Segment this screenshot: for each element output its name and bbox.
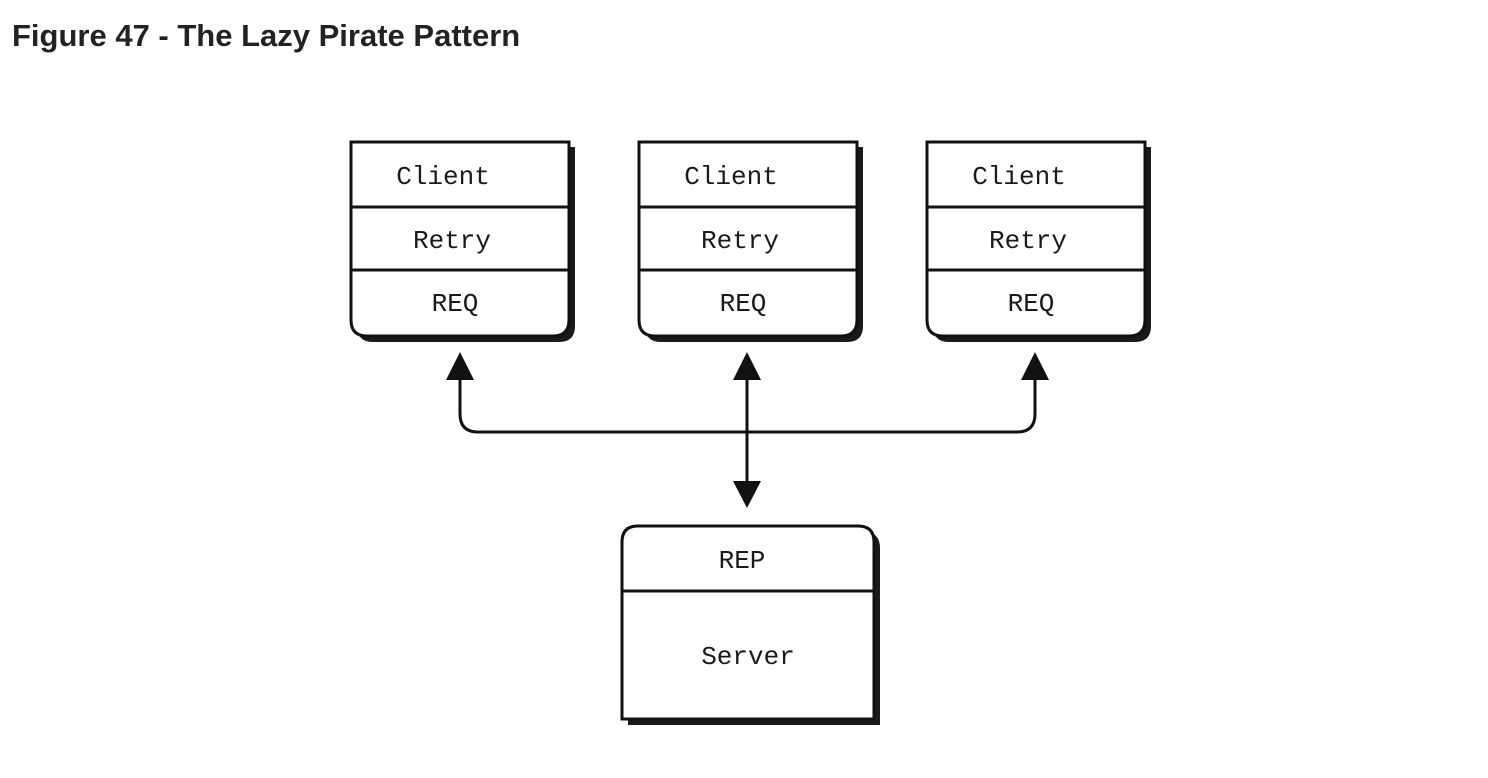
- arrow-up-client-2-icon: [733, 352, 761, 380]
- server-box-frame: [620, 524, 876, 721]
- client-box-2-req-label: REQ: [720, 289, 767, 319]
- server-socket-label: REP: [719, 546, 766, 576]
- arrow-down-server-icon: [733, 481, 761, 508]
- client-box-2-retry-label: Retry: [701, 226, 779, 256]
- client-box-3-req-label: REQ: [1008, 289, 1055, 319]
- client-box-1: Client Retry REQ: [349, 140, 575, 342]
- client-box-3-retry-label: Retry: [989, 226, 1067, 256]
- arrow-up-client-1-icon: [446, 352, 474, 380]
- client-box-1-frame: [349, 140, 571, 338]
- client-box-1-req-label: REQ: [432, 289, 479, 319]
- server-box: REP Server: [620, 524, 880, 725]
- client-box-1-name: Client: [396, 162, 490, 192]
- connector-network: [458, 378, 1037, 484]
- client-box-3-frame: [925, 140, 1147, 338]
- figure-title: Figure 47 - The Lazy Pirate Pattern: [12, 18, 521, 53]
- client-box-2-frame: [637, 140, 859, 338]
- client-box-3: Client Retry REQ: [925, 140, 1151, 342]
- client-box-3-name: Client: [972, 162, 1066, 192]
- client-box-2-name: Client: [684, 162, 778, 192]
- server-name-label: Server: [701, 642, 795, 672]
- client-box-2: Client Retry REQ: [637, 140, 863, 342]
- client-box-1-retry-label: Retry: [413, 226, 491, 256]
- arrow-up-client-3-icon: [1021, 352, 1049, 380]
